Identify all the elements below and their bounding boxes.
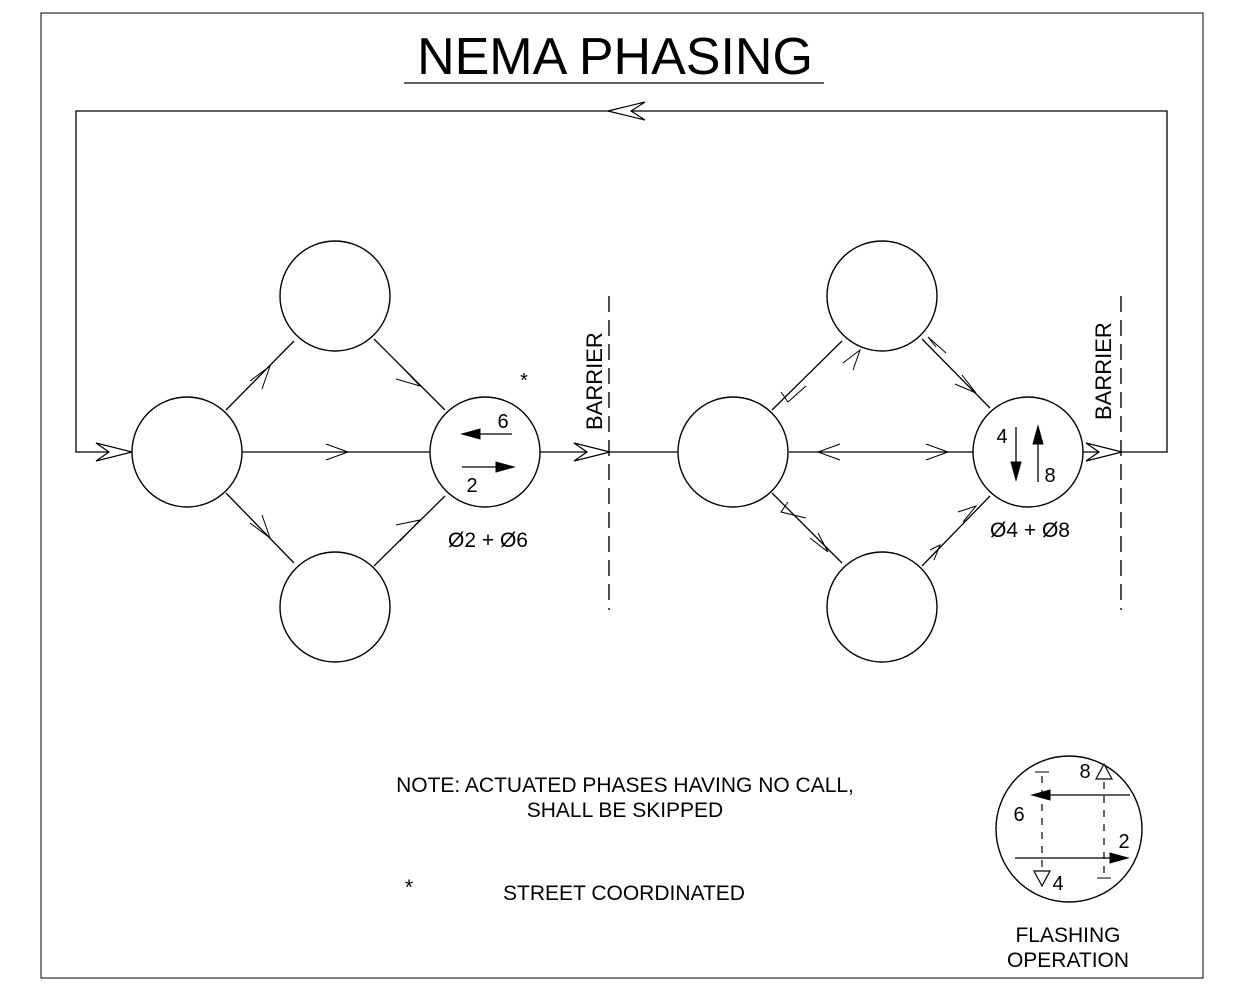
ring1-phase-label: Ø2 + Ø6 [448,529,528,552]
flash-phase-8-head [1095,762,1113,780]
phase-2-number: 2 [466,475,477,497]
flash-number-6: 6 [1013,804,1024,826]
phase-4-arrowhead [1010,461,1022,482]
phase-circle-ring1-top [279,240,391,352]
phase-circle-4-8 [972,396,1084,508]
ring1-link-left-top [225,340,295,411]
note-line-2: SHALL BE SKIPPED [527,799,723,822]
legend-text: STREET COORDINATED [503,882,745,905]
flashing-circle [995,755,1143,903]
ring2-arrow-downleft-a [780,501,807,519]
flashing-caption-1: FLASHING [1015,924,1120,947]
phase-circle-ring1-left [131,396,243,508]
ring2-arrow-center-left [816,443,841,461]
ring2-arrow-upright-a [927,336,947,354]
ring1-link-left-bottom [225,492,295,564]
barrier-label-1: BARRIER [582,332,607,430]
ring1-arrow-down [249,514,272,540]
barrier-label-2: BARRIER [1091,322,1116,420]
flash-phase-4-head [1033,870,1051,888]
coordination-asterisk: * [520,370,528,392]
return-loop-line [75,110,1168,453]
ring1-arrow-center [325,443,350,461]
ring2-arrow-downright-b [929,543,941,561]
phase-6-number: 6 [497,411,508,433]
return-loop-arrow [607,101,646,121]
phase-2-arrowhead [495,461,516,473]
flash-number-8: 8 [1079,761,1090,783]
phase-circle-ring2-bottom [826,551,938,663]
ring2-arrow-downright-a [957,504,978,523]
drawing-border [40,12,1204,979]
ring2-arrow-upright-b [954,374,977,394]
flash-phase-6-head [1030,789,1051,801]
legend-asterisk: * [405,876,413,899]
diagram-title: NEMA PHASING [417,28,813,86]
barrier1-crossing-arrow [573,442,611,462]
ring2-arrow-downleft-b [809,532,829,553]
ring2-link-left-bottom [771,492,843,564]
ring1-arrow-up-right [395,519,422,542]
ring1-arrow-down-right [395,364,422,387]
phase-8-number: 8 [1044,465,1055,487]
phase-circle-2-6 [429,396,541,508]
ring2-arrow-center-right [925,443,950,461]
note-line-1: NOTE: ACTUATED PHASES HAVING NO CALL, [396,774,854,797]
flash-number-2: 2 [1118,831,1129,853]
ring2-phase-label: Ø4 + Ø8 [990,519,1070,542]
phase-circle-ring2-top [826,240,938,352]
ring2-arrow-upleft-b [780,385,807,403]
ring2-link-top-right [921,338,991,409]
flashing-caption-2: OPERATION [1007,949,1129,972]
phase-6-arrowhead [460,428,481,440]
ring2-link-bottom-right [921,495,991,567]
ring1-arrow-up [249,364,272,390]
phase-circle-ring2-left [677,396,789,508]
ring2-link-left-top [771,340,843,411]
phase-8-arrowhead [1032,424,1044,445]
entry-arrow [95,442,133,462]
flash-number-4: 4 [1052,873,1063,895]
ring2-arrow-upleft-a [842,348,862,371]
flashing-operation-symbol: 8 6 2 4 [995,755,1143,903]
flash-phase-2-head [1109,852,1130,864]
phase-4-number: 4 [996,426,1007,448]
phase-circle-ring1-bottom [279,551,391,663]
barrier2-crossing-arrow [1085,442,1123,462]
